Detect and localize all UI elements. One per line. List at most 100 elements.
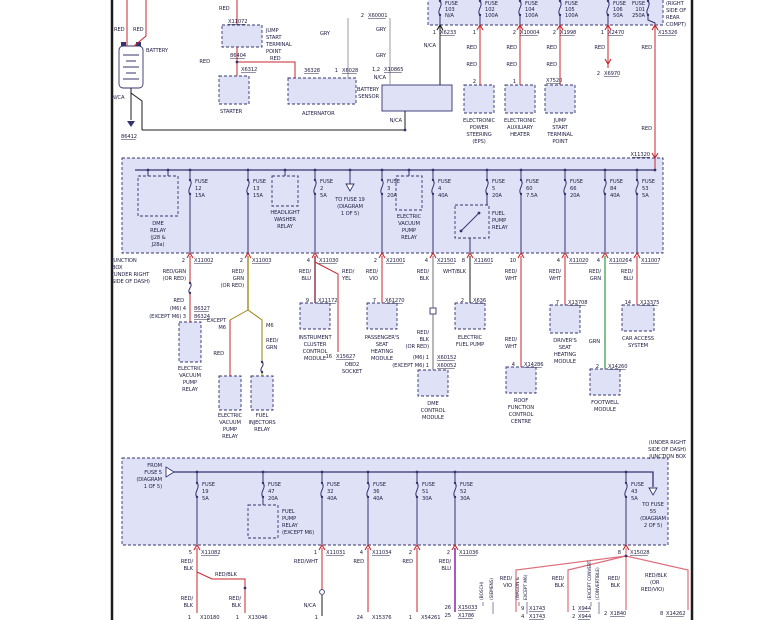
junction-dot-3 xyxy=(166,168,170,172)
label-red: RED/ xyxy=(505,269,518,275)
fuel-pump-relay-box-jb xyxy=(454,204,490,239)
label-vacuum: VACUUM xyxy=(179,373,201,379)
label-1-of-5: 1 OF 5) xyxy=(144,484,162,490)
label-except-m6: EXCEPT M6) xyxy=(523,574,529,600)
label-84: 84 xyxy=(610,186,617,192)
label-8: 8 xyxy=(618,550,621,556)
fuse-glyph-19 xyxy=(261,482,265,498)
instrument-cluster-box xyxy=(299,302,331,330)
connector-pin-icon-3 xyxy=(556,23,564,31)
label-wht: WHT xyxy=(505,344,518,350)
label-106: 106 xyxy=(613,7,623,13)
label-cluster: CLUSTER xyxy=(304,342,327,348)
label-alternator: ALTERNATOR xyxy=(302,111,335,117)
label-bosch: (BOSCH) xyxy=(479,581,485,600)
label-red: RED xyxy=(353,559,364,565)
label-electric: ELECTRIC xyxy=(218,413,243,419)
label-red: RED xyxy=(466,45,477,51)
jump-start-terminal-box xyxy=(544,84,576,114)
label-car-access: CAR ACCESS xyxy=(622,336,654,342)
label-relay: RELAY xyxy=(282,523,299,529)
fuse-pin-top-19 xyxy=(261,481,265,485)
fuse-glyph-24 xyxy=(624,482,628,498)
label-red: RED xyxy=(641,45,652,51)
label-7-5a: 7.5A xyxy=(526,193,538,199)
label-function: FUNCTION xyxy=(508,405,534,411)
label-fuse: FUSE xyxy=(438,179,451,185)
label-control: CONTROL xyxy=(509,412,534,418)
label-1: 1 xyxy=(335,68,338,74)
label-19: 19 xyxy=(202,489,208,495)
label-red: RED xyxy=(402,559,413,565)
label-side-of-dash: SIDE OF DASH) xyxy=(112,279,150,285)
label-fuse: FUSE xyxy=(570,179,583,185)
label-14: 14 xyxy=(625,300,632,306)
label-relay: RELAY xyxy=(401,235,418,241)
fuel-injectors-relay-box xyxy=(250,375,274,411)
label-passenger-s: PASSENGER'S xyxy=(365,335,400,341)
label-or-red: (OR RED) xyxy=(163,276,187,282)
label-13: 13 xyxy=(253,186,259,192)
label-1: 1 xyxy=(473,30,476,36)
fuse-glyph-11 xyxy=(485,179,489,195)
connector-pin-icon-6 xyxy=(604,58,612,66)
fuse-glyph-21 xyxy=(366,482,370,498)
label-4: 4 xyxy=(557,258,561,264)
label-washer: WASHER xyxy=(274,217,296,223)
label-under-right: (UNDER RIGHT xyxy=(649,440,687,446)
label-electric: ELECTRIC xyxy=(178,366,203,372)
label-dme: DME xyxy=(152,221,163,227)
label-x11003: X11003 xyxy=(252,258,271,264)
fuse-pin-top-8 xyxy=(313,178,317,182)
label-26: 26 xyxy=(445,605,451,611)
label-red: RED xyxy=(114,27,125,33)
junction-dot-21 xyxy=(366,470,370,474)
label-electronic: ELECTRONIC xyxy=(463,118,495,124)
electric-vacuum-pump-relay-box-1 xyxy=(178,321,202,363)
label-module: MODULE xyxy=(422,415,444,421)
label-starter: STARTER xyxy=(220,109,243,115)
alternator-box xyxy=(287,77,357,105)
fuse-glyph-18 xyxy=(195,482,199,498)
label-red: RED/ xyxy=(439,559,452,565)
connector-pin-icon-16 xyxy=(601,251,609,259)
label-m6-4: (M6) 4 xyxy=(170,306,187,312)
label-n-ca: N/CA xyxy=(304,603,317,609)
label-blk: BLK xyxy=(183,603,193,609)
label-red: RED/ xyxy=(621,269,634,275)
label-red: RED/ xyxy=(229,596,242,602)
label-7: 7 xyxy=(373,298,376,304)
wire-pk-98 xyxy=(567,555,627,612)
label-seat: SEAT xyxy=(376,342,389,348)
label-4: 4 xyxy=(521,614,525,620)
fuse-pin-top-15 xyxy=(635,178,639,182)
wire-ol-63 xyxy=(247,309,263,362)
label-8: 8 xyxy=(660,611,663,617)
label-relay: RELAY xyxy=(222,434,239,440)
eps-box xyxy=(463,84,495,114)
label-instrument: INSTRUMENT xyxy=(298,335,332,341)
label-red: RED/ xyxy=(181,559,194,565)
label-100a: 100A xyxy=(525,13,539,19)
junction-dot-13 xyxy=(519,168,523,172)
label-heating: HEATING xyxy=(371,349,393,355)
label-n-a: N/A xyxy=(445,13,454,19)
fuse-pin-top-2 xyxy=(518,0,522,3)
connector-pin-icon-1 xyxy=(476,23,484,31)
label-red: RED/ xyxy=(549,269,562,275)
label-or-red: (OR RED) xyxy=(406,344,430,350)
label-x11036: X11036 xyxy=(459,550,478,556)
label-side-of-dash: SIDE OF DASH) xyxy=(648,447,686,453)
label-red: RED xyxy=(641,126,652,132)
label-x11072: X11072 xyxy=(228,19,247,25)
label-86412: 86412 xyxy=(121,134,137,140)
junction-dot-24 xyxy=(624,470,628,474)
label-1: 1 xyxy=(601,30,604,36)
label-fuse: FUSE xyxy=(373,482,386,488)
label-x13375: X13375 xyxy=(640,300,659,306)
label-x54261: X54261 xyxy=(421,615,440,620)
fuse-pin-top-5 xyxy=(646,0,650,3)
wire-rd-3 xyxy=(133,0,147,47)
label-fuse: FUSE xyxy=(526,179,539,185)
label-red: RED xyxy=(546,45,557,51)
